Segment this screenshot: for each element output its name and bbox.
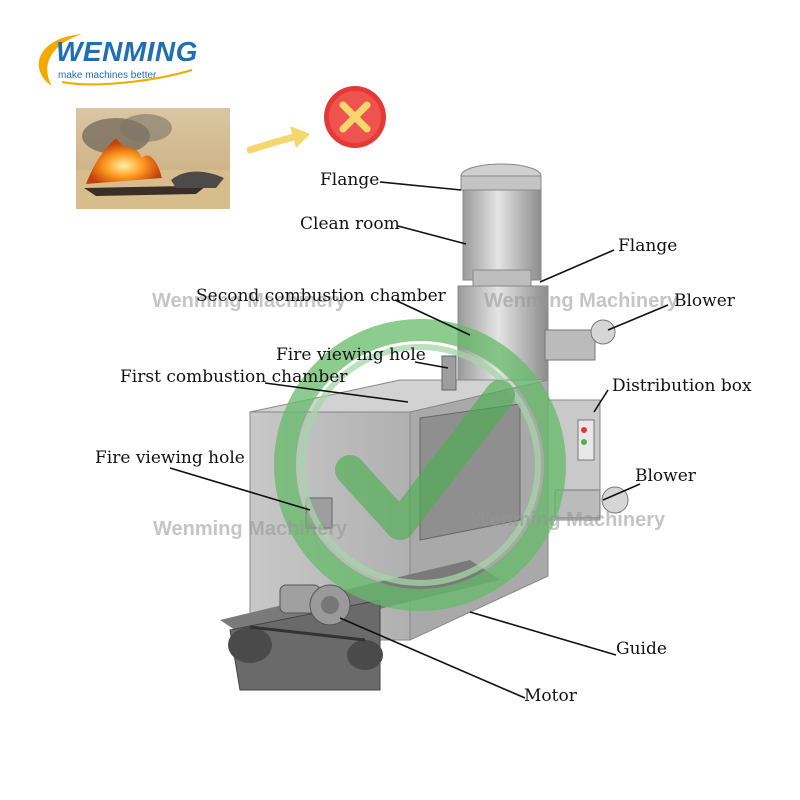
blower-top [544, 319, 616, 361]
blower-bottom [554, 486, 629, 519]
leader-lines [169, 181, 669, 699]
logo-brand: WENMING [56, 36, 198, 67]
label-first-combustion: First combustion chamber [120, 367, 348, 387]
label-fire-hole-left: Fire viewing hole [95, 448, 245, 468]
watermark: Wenming Machinery [152, 290, 347, 312]
watermark: Wenming Machinery [484, 290, 679, 312]
label-second-combustion: Second combustion chamber [196, 286, 446, 306]
cross-circle-icon [324, 86, 386, 148]
logo-swoosh-icon [38, 34, 193, 86]
watermark: Wenming Machinery [153, 518, 348, 540]
logo-tagline: make machines better [58, 70, 157, 81]
label-clean-room: Clean room [300, 214, 400, 234]
watermark: Wenming Machinery [471, 509, 666, 531]
fire-viewing-hole-upper [441, 355, 457, 391]
checkmark-circle-icon [274, 319, 566, 611]
label-fire-hole-upper: Fire viewing hole [276, 345, 426, 365]
arrow-right-icon [246, 126, 310, 154]
open-burning-photo [76, 108, 230, 209]
label-motor: Motor [524, 686, 577, 706]
flange-ring [472, 269, 532, 287]
motor [279, 584, 351, 626]
label-guide: Guide [616, 639, 667, 659]
label-flange-top: Flange [320, 170, 380, 190]
label-flange-right: Flange [618, 236, 678, 256]
clean-room-cylinder [462, 187, 542, 281]
brand-logo: WENMING make machines better [22, 30, 202, 90]
label-blower-bottom: Blower [635, 466, 696, 486]
label-distribution-box: Distribution box [612, 376, 752, 396]
label-blower-top: Blower [674, 291, 735, 311]
